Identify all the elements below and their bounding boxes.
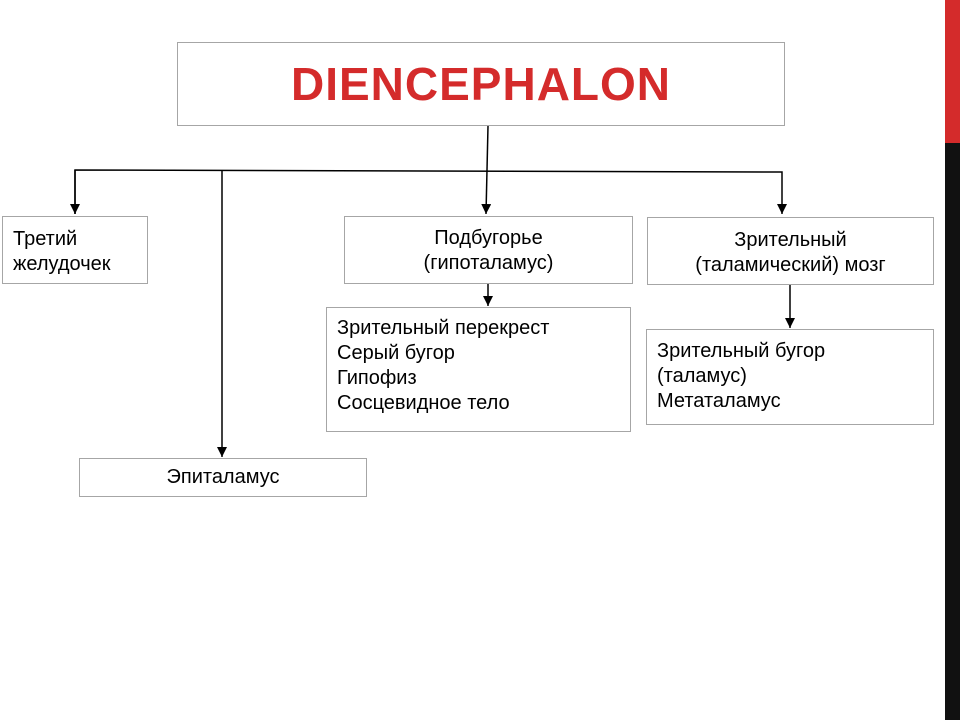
node-third-ventricle-line-2: желудочек [13,253,111,275]
node-hypothalamus-parts-line-2: Серый бугор [337,342,455,364]
connector-trunk [481,125,492,215]
connector-bus [74,169,787,214]
node-thalamic-parts-line-2: (таламус) [657,365,747,387]
node-thalamic-parts: Зрительный бугор (таламус) Метаталамус [646,329,934,425]
node-hypothalamus-parts-line-3: Гипофиз [337,367,417,389]
slide-edge-accent-dark [945,143,960,720]
node-hypothalamus-line-2: (гипоталамус) [423,252,554,274]
diagram-title: DIENCEPHALON [290,58,672,110]
node-hypothalamus-parts-line-1: Зрительный перекрест [337,317,550,339]
node-epithalamus-label: Эпиталамус [166,466,280,488]
node-thalamic-parts-line-3: Метаталамус [657,390,781,412]
node-third-ventricle-line-1: Третий [13,228,78,250]
node-thalamic-brain-line-2: (таламический) мозг [695,254,886,276]
title-box: DIENCEPHALON [177,42,785,126]
node-epithalamus: Эпиталамус [79,458,367,497]
slide-edge-accent-red [945,0,960,143]
node-hypothalamus-line-1: Подбугорье [434,227,543,249]
node-hypothalamus-parts: Зрительный перекрест Серый бугор Гипофиз… [326,307,631,432]
node-hypothalamus-parts-line-4: Сосцевидное тело [337,392,510,414]
node-third-ventricle: Третий желудочек [2,216,148,284]
node-thalamic-brain: Зрительный (таламический) мозг [647,217,934,285]
node-hypothalamus: Подбугорье (гипоталамус) [344,216,633,284]
node-thalamic-parts-line-1: Зрительный бугор [657,340,826,362]
node-thalamic-brain-line-1: Зрительный [734,229,847,251]
